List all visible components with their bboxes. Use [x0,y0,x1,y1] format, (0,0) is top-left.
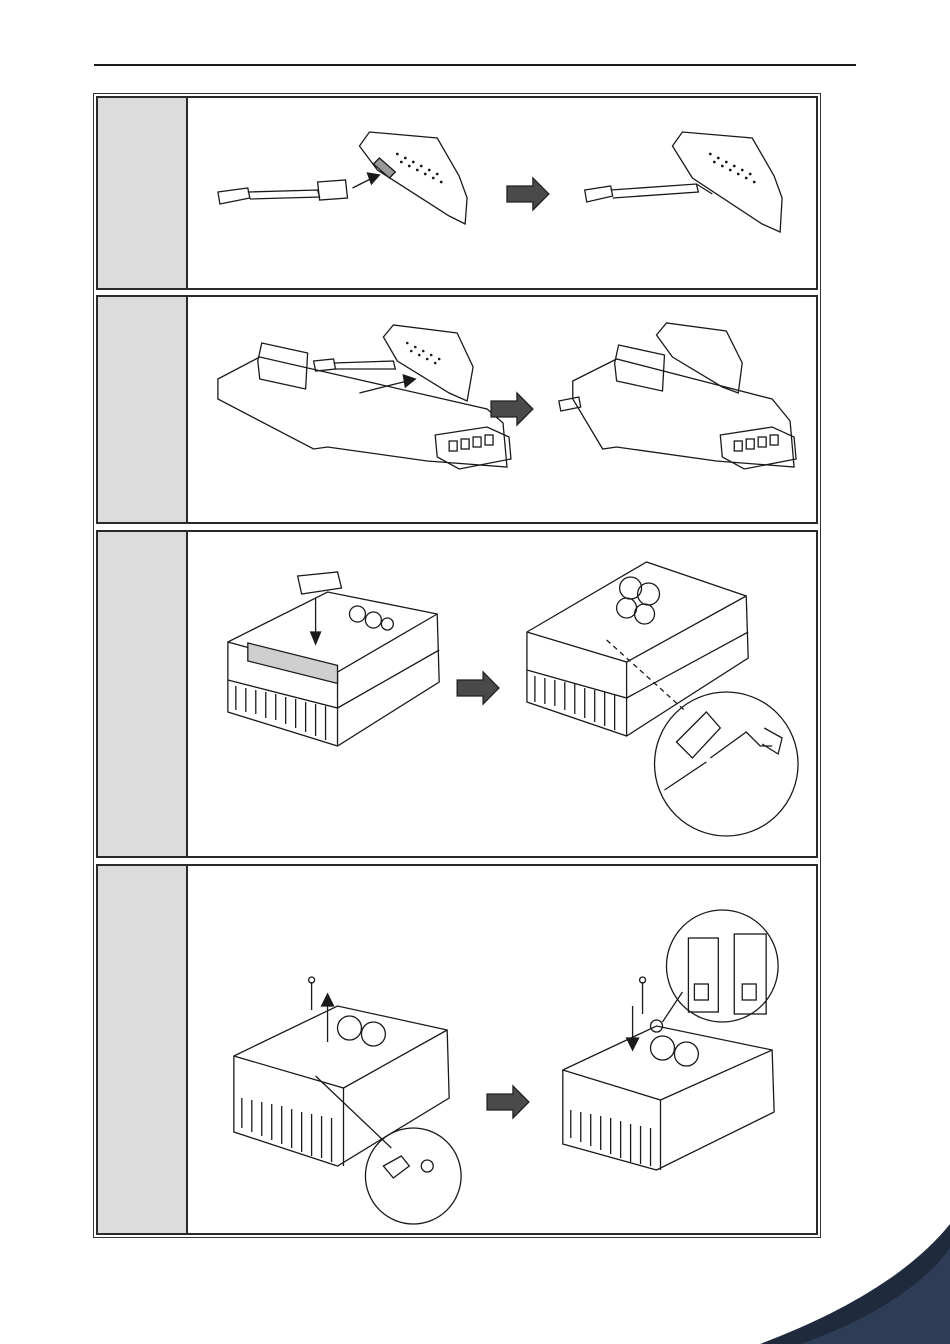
drive-slot-illustration [188,532,816,856]
ribbon-cable-illustration [188,98,816,288]
step-figure-fasten-screw [188,866,816,1233]
step-row-2 [96,295,818,524]
step-figure-adapter-board [188,297,816,522]
corner-swoosh-logo [720,1214,950,1344]
fasten-screw-illustration [188,866,816,1233]
step-number-column [98,297,188,522]
step-number-column [98,866,188,1233]
step-number-column [98,98,188,288]
step-number-column [98,532,188,856]
header-rule [94,64,856,66]
adapter-board-illustration [188,297,816,522]
step-figure-drive-slot [188,532,816,856]
step-row-4 [96,864,818,1235]
step-row-3 [96,530,818,858]
step-figure-ribbon-cable [188,98,816,288]
step-row-1 [96,96,818,290]
